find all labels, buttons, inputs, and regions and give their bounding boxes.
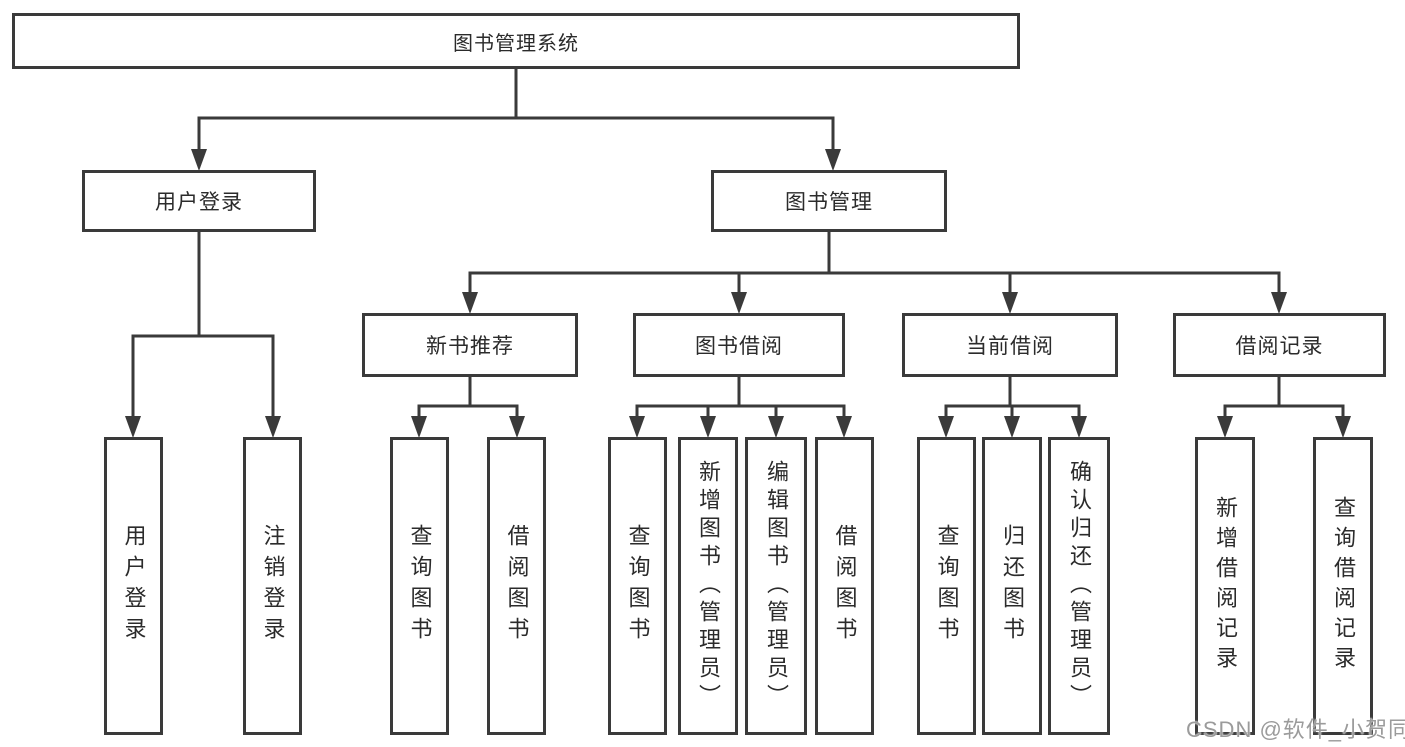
arrow-down-icon — [1004, 416, 1020, 438]
node-query-books: 查询图书 — [917, 437, 976, 735]
node-query-books: 查询图书 — [608, 437, 667, 735]
arrow-down-icon — [700, 416, 716, 438]
node-book-management: 图书管理 — [711, 170, 947, 232]
node-return-books: 归还图书 — [982, 437, 1042, 735]
arrow-down-icon — [191, 149, 207, 171]
node-book-borrowing: 图书借阅 — [633, 313, 845, 377]
node-query-books: 查询图书 — [390, 437, 449, 735]
arrow-down-icon — [825, 149, 841, 171]
watermark: CSDN @软件_小贺同学 — [1186, 717, 1405, 742]
node-borrow-books: 借阅图书 — [815, 437, 874, 735]
node-current-borrowing: 当前借阅 — [902, 313, 1118, 377]
node-borrowing-records: 借阅记录 — [1173, 313, 1386, 377]
node-query-borrow-record: 查询借阅记录 — [1313, 437, 1373, 735]
node-add-borrow-record: 新增借阅记录 — [1195, 437, 1255, 735]
arrow-down-icon — [462, 292, 478, 314]
arrow-down-icon — [1335, 416, 1351, 438]
node-confirm-return-admin: 确认归还（管理员） — [1048, 437, 1110, 735]
arrow-down-icon — [1271, 292, 1287, 314]
arrow-down-icon — [125, 416, 141, 438]
node-user-login: 用户登录 — [82, 170, 316, 232]
arrow-down-icon — [1071, 416, 1087, 438]
arrow-down-icon — [411, 416, 427, 438]
arrow-down-icon — [836, 416, 852, 438]
node-borrow-books: 借阅图书 — [487, 437, 546, 735]
arrow-down-icon — [768, 416, 784, 438]
node-user-login-leaf: 用户登录 — [104, 437, 163, 735]
node-add-books-admin: 新增图书（管理员） — [678, 437, 738, 735]
arrow-down-icon — [938, 416, 954, 438]
arrow-down-icon — [629, 416, 645, 438]
node-edit-books-admin: 编辑图书（管理员） — [745, 437, 807, 735]
arrow-down-icon — [1217, 416, 1233, 438]
arrow-down-icon — [731, 292, 747, 314]
node-logout: 注销登录 — [243, 437, 302, 735]
node-library-system: 图书管理系统 — [12, 13, 1020, 69]
node-new-book-recommend: 新书推荐 — [362, 313, 578, 377]
arrow-down-icon — [265, 416, 281, 438]
arrow-down-icon — [509, 416, 525, 438]
arrow-down-icon — [1002, 292, 1018, 314]
